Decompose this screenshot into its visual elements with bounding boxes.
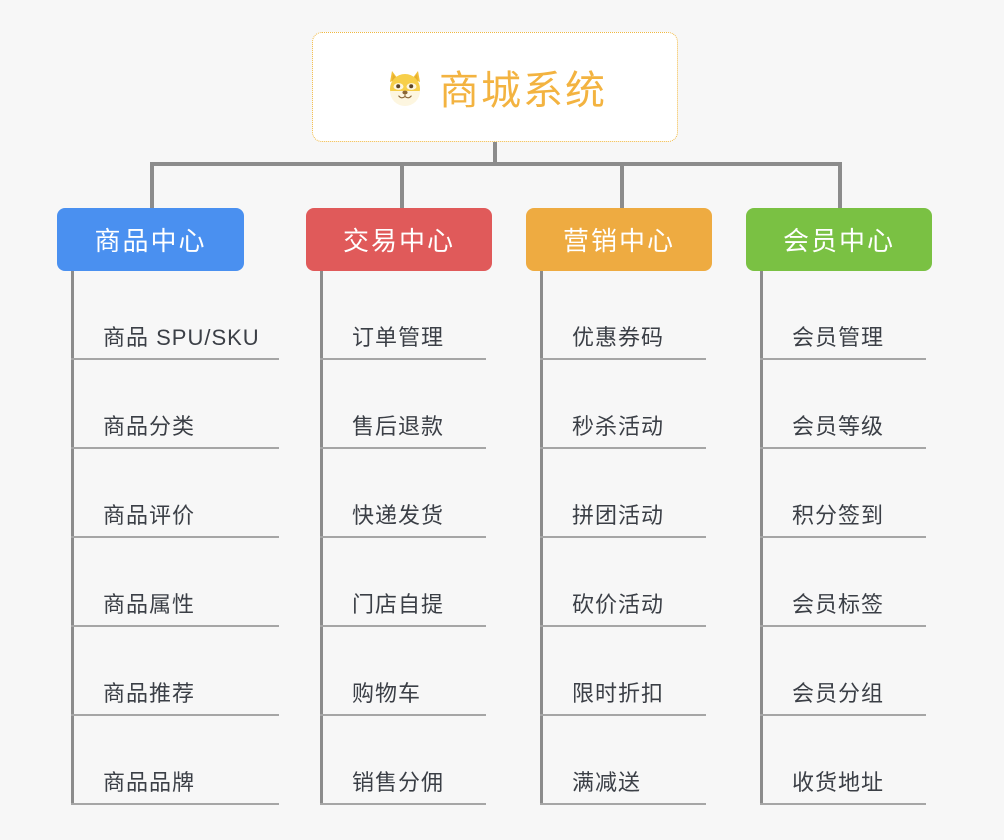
- leaf-item-underline: [540, 803, 706, 805]
- leaf-item[interactable]: 商品 SPU/SKU: [71, 271, 279, 360]
- leaf-item[interactable]: 销售分佣: [320, 716, 486, 805]
- leaf-item[interactable]: 购物车: [320, 627, 486, 716]
- connector-drop-1: [150, 162, 154, 210]
- root-node[interactable]: 商城系统: [312, 32, 678, 142]
- leaf-item-label: 售后退款: [352, 414, 445, 439]
- leaf-item-underline: [320, 714, 486, 716]
- leaf-item-label: 会员分组: [792, 681, 885, 706]
- connector-drop-3: [620, 162, 624, 210]
- leaf-list-3: 优惠券码秒杀活动拼团活动砍价活动限时折扣满减送: [540, 271, 706, 805]
- leaf-item-label: 砍价活动: [572, 592, 665, 617]
- leaf-item[interactable]: 商品评价: [71, 449, 279, 538]
- category-spine-2: [320, 271, 323, 805]
- category-box-3[interactable]: 营销中心: [526, 208, 712, 271]
- category-spine-3: [540, 271, 543, 805]
- leaf-item-label: 会员等级: [792, 414, 885, 439]
- leaf-item-label: 积分签到: [792, 503, 885, 528]
- category-spine-4: [760, 271, 763, 805]
- leaf-item-label: 商品属性: [103, 592, 196, 617]
- leaf-item[interactable]: 砍价活动: [540, 538, 706, 627]
- leaf-item-label: 订单管理: [352, 325, 445, 350]
- leaf-item[interactable]: 快递发货: [320, 449, 486, 538]
- leaf-item-label: 商品品牌: [103, 770, 196, 795]
- leaf-item-underline: [540, 714, 706, 716]
- leaf-item-label: 门店自提: [352, 592, 445, 617]
- leaf-item-underline: [71, 625, 279, 627]
- leaf-item-label: 快递发货: [352, 503, 445, 528]
- category-spine-1: [71, 271, 74, 805]
- leaf-item-underline: [320, 536, 486, 538]
- leaf-item-label: 商品 SPU/SKU: [103, 325, 260, 350]
- leaf-item[interactable]: 限时折扣: [540, 627, 706, 716]
- leaf-item-underline: [540, 625, 706, 627]
- shiba-dog-face-icon: [383, 65, 427, 109]
- leaf-item-label: 商品推荐: [103, 681, 196, 706]
- leaf-item-label: 商品分类: [103, 414, 196, 439]
- leaf-item-underline: [320, 803, 486, 805]
- leaf-item[interactable]: 满减送: [540, 716, 706, 805]
- leaf-item-underline: [760, 447, 926, 449]
- leaf-item-underline: [320, 447, 486, 449]
- leaf-item[interactable]: 积分签到: [760, 449, 926, 538]
- leaf-list-4: 会员管理会员等级积分签到会员标签会员分组收货地址: [760, 271, 926, 805]
- leaf-item-underline: [71, 714, 279, 716]
- leaf-item-underline: [71, 358, 279, 360]
- leaf-item-underline: [320, 625, 486, 627]
- leaf-item-underline: [540, 536, 706, 538]
- leaf-item[interactable]: 门店自提: [320, 538, 486, 627]
- leaf-item-underline: [540, 447, 706, 449]
- leaf-item-label: 满减送: [572, 770, 642, 795]
- connector-drop-2: [400, 162, 404, 210]
- leaf-item-underline: [71, 803, 279, 805]
- leaf-item-underline: [760, 358, 926, 360]
- leaf-item-label: 商品评价: [103, 503, 196, 528]
- leaf-item-underline: [540, 358, 706, 360]
- leaf-item[interactable]: 商品属性: [71, 538, 279, 627]
- connector-drop-4: [838, 162, 842, 210]
- leaf-item[interactable]: 会员标签: [760, 538, 926, 627]
- leaf-item[interactable]: 商品品牌: [71, 716, 279, 805]
- leaf-item[interactable]: 售后退款: [320, 360, 486, 449]
- leaf-item[interactable]: 会员等级: [760, 360, 926, 449]
- leaf-item-label: 优惠券码: [572, 325, 665, 350]
- leaf-item-label: 限时折扣: [572, 681, 665, 706]
- leaf-item-underline: [320, 358, 486, 360]
- leaf-item-label: 购物车: [352, 681, 422, 706]
- category-box-4[interactable]: 会员中心: [746, 208, 932, 271]
- leaf-item-label: 收货地址: [792, 770, 885, 795]
- leaf-item-underline: [71, 536, 279, 538]
- leaf-item[interactable]: 订单管理: [320, 271, 486, 360]
- leaf-item[interactable]: 收货地址: [760, 716, 926, 805]
- leaf-item-underline: [760, 714, 926, 716]
- leaf-item[interactable]: 商品推荐: [71, 627, 279, 716]
- leaf-item[interactable]: 优惠券码: [540, 271, 706, 360]
- category-box-1[interactable]: 商品中心: [57, 208, 244, 271]
- leaf-item-label: 会员管理: [792, 325, 885, 350]
- leaf-item-label: 会员标签: [792, 592, 885, 617]
- connector-horizontal-bus: [150, 162, 842, 166]
- leaf-item-underline: [760, 803, 926, 805]
- leaf-item-underline: [760, 625, 926, 627]
- leaf-item-label: 销售分佣: [352, 770, 445, 795]
- leaf-item-underline: [71, 447, 279, 449]
- leaf-item-label: 拼团活动: [572, 503, 665, 528]
- leaf-list-1: 商品 SPU/SKU 商品分类商品评价商品属性商品推荐商品品牌: [71, 271, 279, 805]
- leaf-item[interactable]: 会员分组: [760, 627, 926, 716]
- leaf-item[interactable]: 秒杀活动: [540, 360, 706, 449]
- leaf-item-label: 秒杀活动: [572, 414, 665, 439]
- connector-root-trunk: [493, 142, 497, 164]
- leaf-item-underline: [760, 536, 926, 538]
- leaf-item[interactable]: 会员管理: [760, 271, 926, 360]
- root-title: 商城系统: [439, 69, 607, 113]
- leaf-item[interactable]: 拼团活动: [540, 449, 706, 538]
- category-box-2[interactable]: 交易中心: [306, 208, 492, 271]
- leaf-list-2: 订单管理售后退款快递发货门店自提购物车销售分佣: [320, 271, 486, 805]
- leaf-item[interactable]: 商品分类: [71, 360, 279, 449]
